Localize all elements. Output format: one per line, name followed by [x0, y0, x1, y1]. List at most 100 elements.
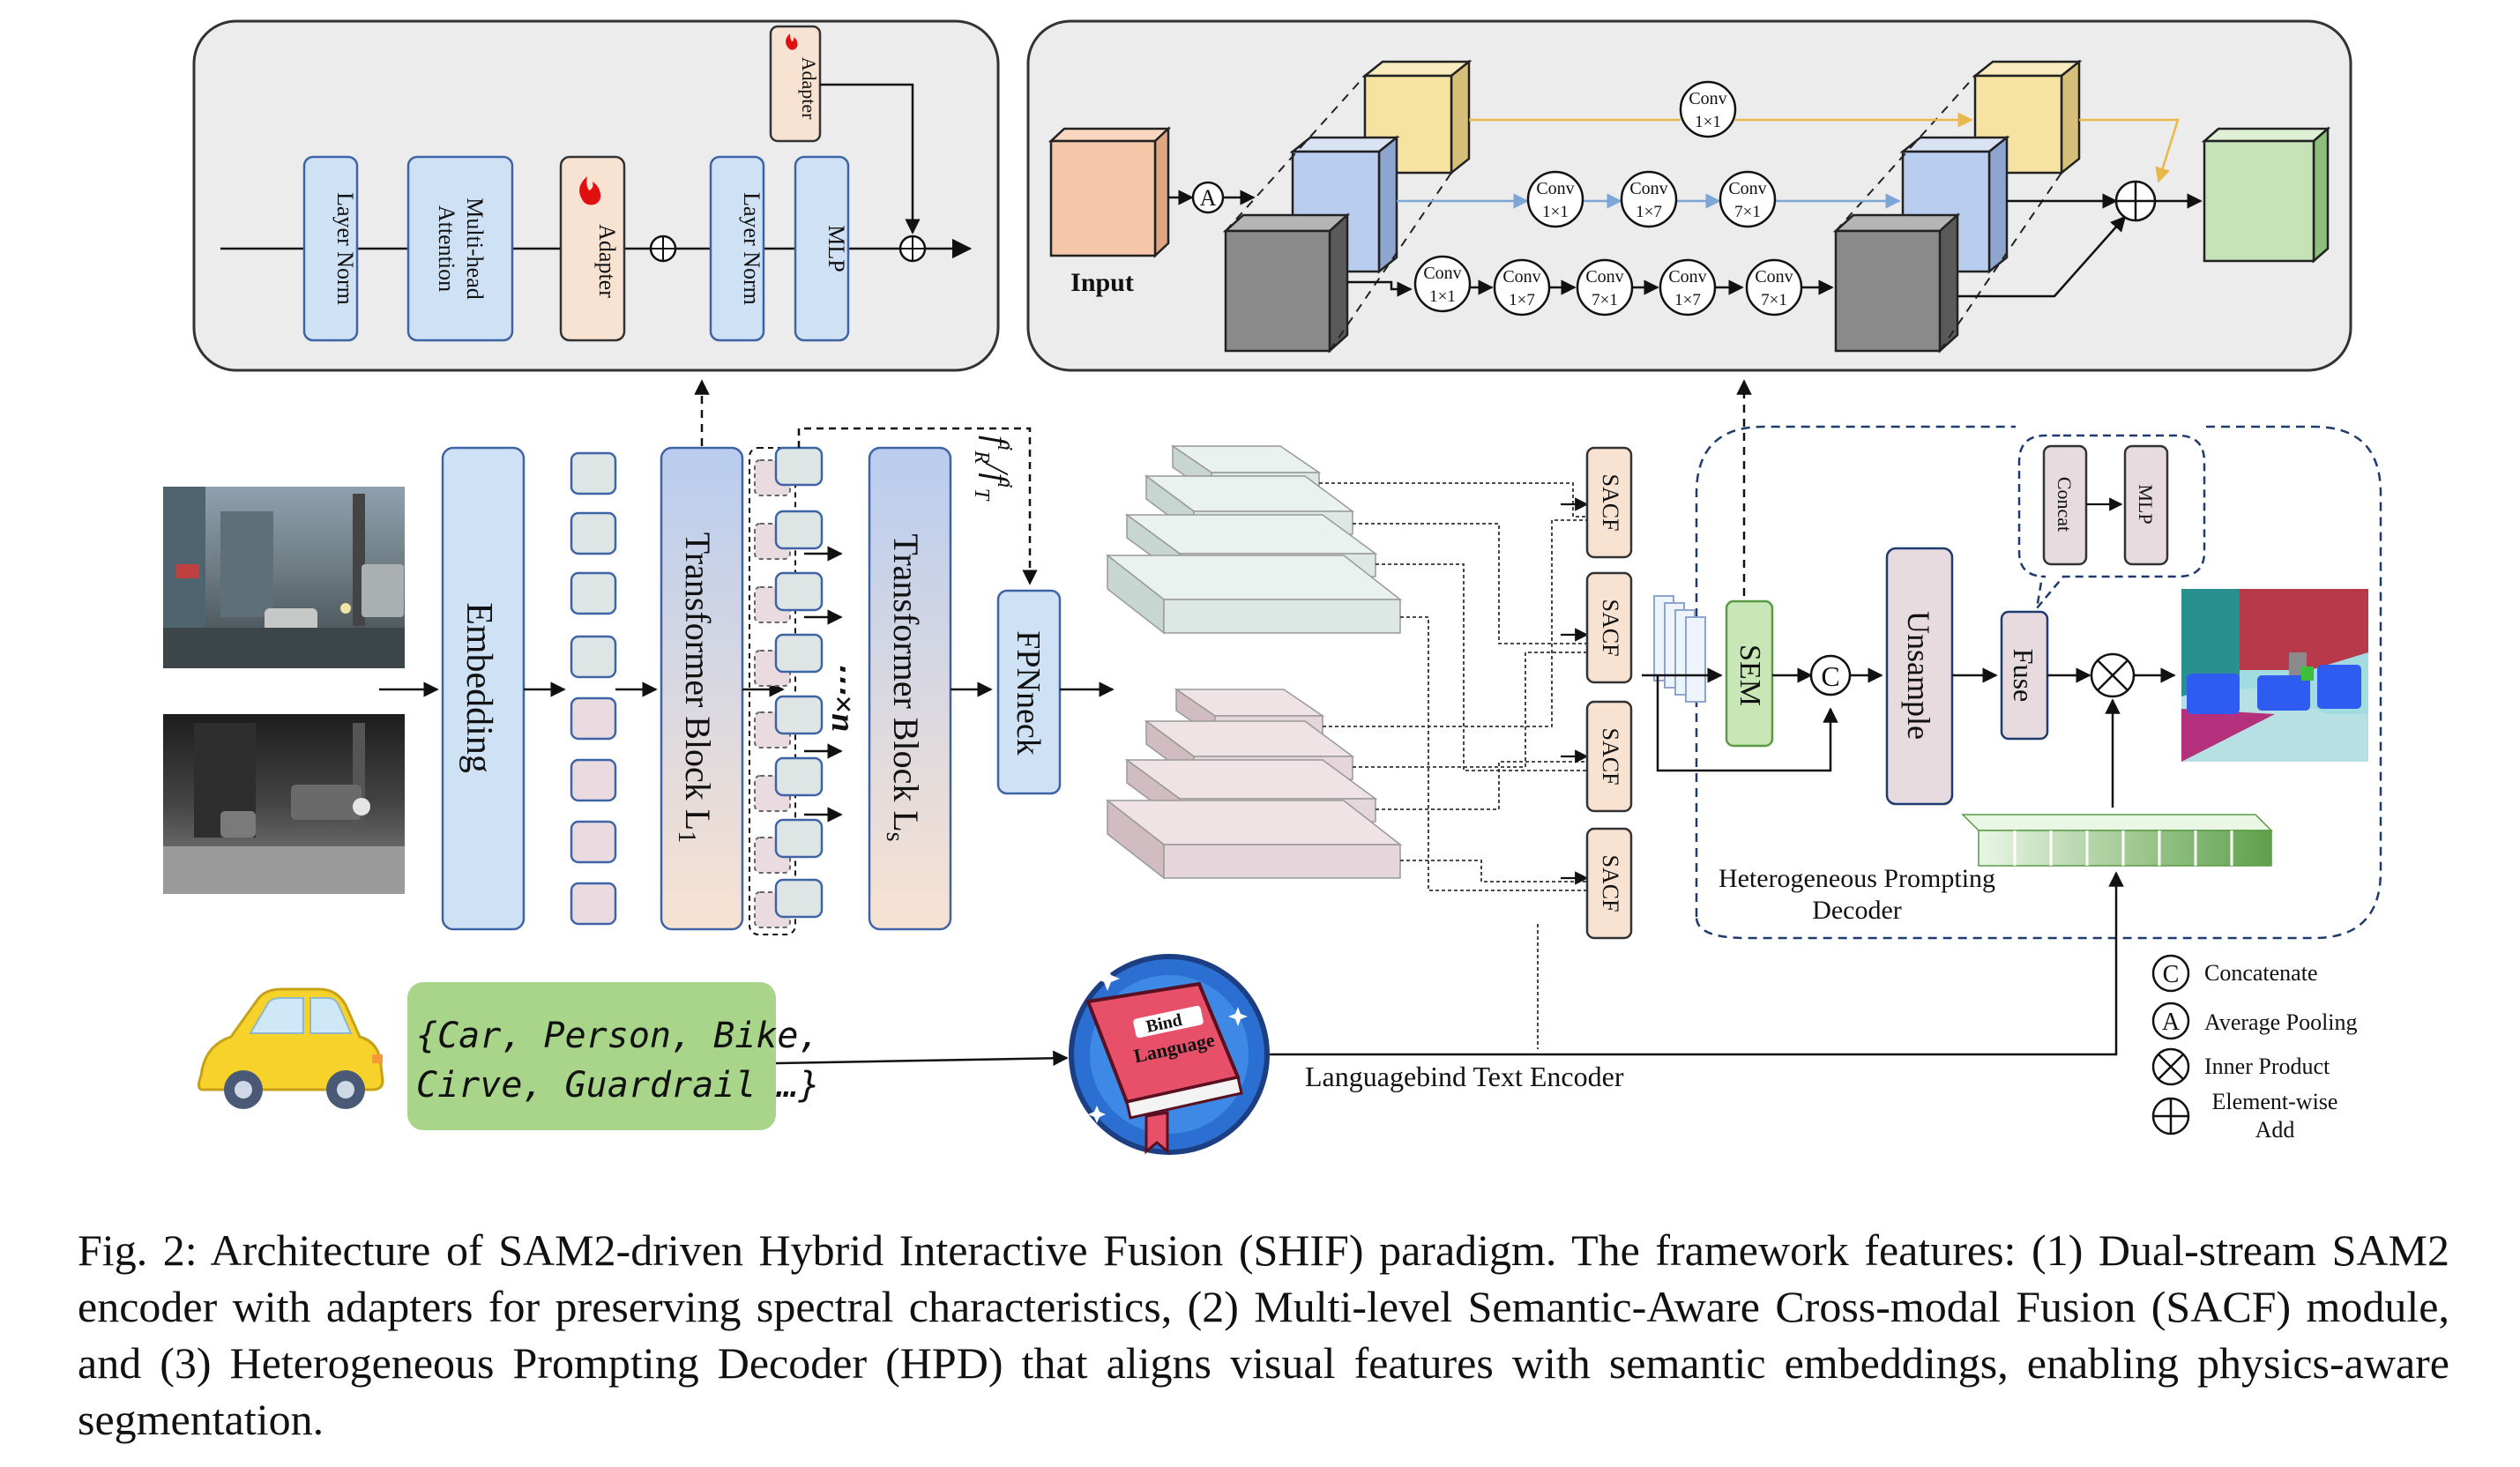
input-cube	[1048, 126, 1172, 258]
caption-text: Architecture of SAM2-driven Hybrid Inter…	[78, 1225, 2450, 1444]
avg-pool-symbol: A	[1200, 185, 1217, 211]
thermal-feature-pyramid	[1105, 688, 1403, 880]
decoder-title-1: Heterogeneous Prompting	[1719, 864, 1995, 893]
sacf-box-4: SACF	[1585, 827, 1633, 940]
legend-concatenate: C Concatenate	[2151, 954, 2318, 993]
dual-token-column	[749, 446, 843, 935]
fpn-neck-label: FPNneck	[1010, 630, 1047, 755]
svg-text:7×1: 7×1	[1734, 203, 1761, 221]
flame-icon	[579, 176, 601, 205]
mlp-box-top	[794, 155, 850, 342]
svg-text:Conv: Conv	[1689, 89, 1726, 108]
adapter-label: Adapter	[594, 224, 620, 298]
caption-label: Fig. 2:	[78, 1225, 198, 1275]
conv-top-1: Conv 1×1	[1679, 80, 1737, 138]
svg-text:7×1: 7×1	[1761, 291, 1787, 309]
legend: C Concatenate A Average Pooling Inner Pr…	[2151, 954, 2358, 1143]
svg-text:Average Pooling: Average Pooling	[2204, 1009, 2358, 1035]
adapter-panel: Layer Norm Multi-head Attention Adapter …	[192, 19, 1000, 372]
conv-bottom-3: Conv 7×1	[1576, 258, 1634, 316]
repeat-label: ⋯×n	[824, 661, 861, 733]
svg-text:C: C	[1821, 660, 1839, 692]
svg-text:Conv: Conv	[1536, 179, 1574, 198]
attention-label-2: Attention	[434, 205, 459, 292]
flame-icon-small	[786, 34, 798, 50]
svg-text:1×7: 1×7	[1636, 203, 1662, 221]
conv-bottom-4: Conv 1×7	[1659, 258, 1717, 316]
svg-text:7×1: 7×1	[1592, 291, 1618, 309]
car-icon	[197, 987, 384, 1109]
svg-text:Conv: Conv	[1728, 179, 1766, 198]
sacf-box-3: SACF	[1585, 700, 1633, 813]
svg-text:Concat: Concat	[2054, 477, 2076, 532]
output-cube	[2201, 126, 2331, 264]
pyramid-connections	[1319, 482, 1587, 1049]
svg-text:Conv: Conv	[1629, 179, 1667, 198]
figure-caption: Fig. 2: Architecture of SAM2-driven Hybr…	[78, 1222, 2449, 1448]
svg-text:Conv: Conv	[1668, 267, 1706, 287]
svg-text:1×1: 1×1	[1542, 203, 1569, 221]
sacf-box-2: SACF	[1585, 571, 1633, 684]
svg-text:1×1: 1×1	[1429, 287, 1456, 306]
legend-inner-product: Inner Product	[2151, 1047, 2330, 1086]
conv-bottom-2: Conv 1×7	[1493, 258, 1551, 316]
class-prompt-line-2: Cirve, Guardrail …}	[416, 1065, 820, 1106]
transformer-block-s-label: Transformer Block Ls	[881, 533, 926, 841]
svg-text:Element-wise: Element-wise	[2212, 1089, 2338, 1114]
conv-bottom-5: Conv 7×1	[1745, 258, 1803, 316]
layer-norm-2-label: Layer Norm	[739, 192, 764, 305]
architecture-figure: Layer Norm Multi-head Attention Adapter …	[163, 19, 2382, 1155]
layer-norm-1-label: Layer Norm	[332, 192, 358, 305]
decoder-region: SEM C Unsample Fuse Concat MLP	[1642, 425, 2382, 940]
token-column	[570, 451, 617, 926]
conv-bottom-1: Conv 1×1	[1413, 255, 1472, 313]
conv-middle-2: Conv 1×7	[1620, 170, 1678, 228]
rgb-feature-pyramid	[1105, 444, 1403, 635]
legend-average-pooling: A Average Pooling	[2151, 1002, 2358, 1040]
svg-text:Conv: Conv	[1755, 267, 1793, 287]
layer-norm-1-box	[302, 155, 359, 342]
fuse-label: Fuse	[2008, 649, 2039, 702]
class-prompt-box	[407, 982, 776, 1130]
sacf-arrows	[1561, 497, 1589, 885]
svg-text:1×1: 1×1	[1695, 113, 1721, 131]
svg-text:Concatenate: Concatenate	[2204, 960, 2318, 986]
class-prompt-line-1: {Car, Person, Bike,	[416, 1016, 820, 1056]
attention-label-1: Multi-head	[462, 197, 488, 300]
svg-text:C: C	[2163, 961, 2180, 988]
svg-text:Inner Product: Inner Product	[2204, 1054, 2330, 1079]
svg-text:1×7: 1×7	[1509, 291, 1535, 309]
languagebind-book-icon: Bind Language	[1069, 954, 1270, 1155]
svg-text:1×7: 1×7	[1674, 291, 1701, 309]
svg-text:SACF: SACF	[1598, 854, 1623, 912]
text-encoder-label: Languagebind Text Encoder	[1305, 1061, 1624, 1092]
svg-text:SACF: SACF	[1598, 727, 1623, 785]
sem-label: SEM	[1733, 644, 1766, 706]
sem-box	[1725, 599, 1774, 748]
text-embedding-strip	[1961, 814, 2273, 867]
attention-box	[406, 155, 514, 342]
conv-middle-1: Conv 1×1	[1526, 170, 1584, 228]
svg-text:SACF: SACF	[1598, 473, 1623, 531]
conv-middle-3: Conv 7×1	[1719, 170, 1777, 228]
mlp-label-top: MLP	[824, 225, 849, 272]
svg-text:MLP: MLP	[2135, 484, 2157, 524]
input-label: Input	[1070, 268, 1134, 297]
sem-panel: Input A	[1026, 19, 2352, 372]
mlp-box-decoder	[2123, 444, 2169, 566]
adapter-top-label: Adapter	[798, 57, 820, 121]
svg-text:Conv: Conv	[1502, 267, 1540, 287]
svg-text:SACF: SACF	[1598, 599, 1623, 656]
decoder-title-2: Decoder	[1812, 896, 1902, 925]
legend-elementwise-add: Element-wise Add	[2151, 1089, 2338, 1143]
layer-norm-2-box	[709, 155, 765, 342]
segmentation-output	[2181, 589, 2368, 762]
adapter-box	[559, 155, 626, 342]
svg-text:Conv: Conv	[1423, 264, 1461, 283]
left-cube-stack	[1222, 59, 1472, 354]
thermal-image	[163, 714, 405, 894]
svg-text:A: A	[2162, 1009, 2181, 1036]
feature-label: fiR/fiT	[970, 436, 1016, 502]
transformer-block-1-label: Transformer Block L1	[673, 532, 718, 843]
embedding-label: Embedding	[459, 602, 499, 773]
